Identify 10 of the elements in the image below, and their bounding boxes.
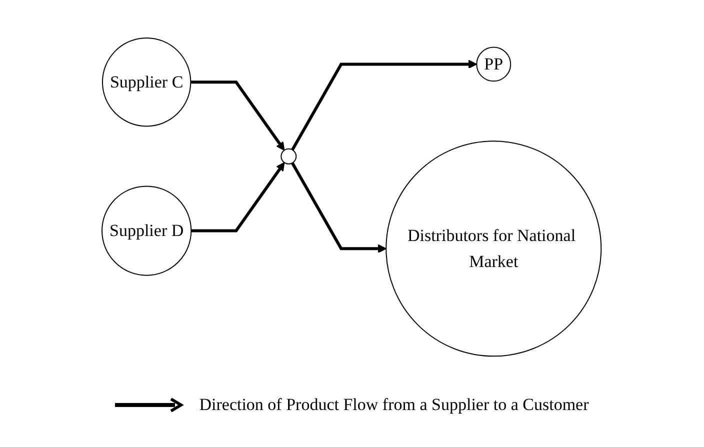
legend-text: Direction of Product Flow from a Supplier to a Customer	[199, 395, 589, 415]
arrow	[291, 162, 387, 254]
arrow	[191, 81, 286, 152]
node-circle: Supplier D	[102, 186, 192, 276]
node-circle	[281, 148, 298, 165]
arrow	[192, 162, 286, 233]
node-circle: PP	[476, 47, 512, 82]
node-circle: Distributors for National Market	[386, 141, 602, 358]
arrow	[291, 60, 478, 152]
node-circle: Supplier C	[102, 38, 192, 128]
